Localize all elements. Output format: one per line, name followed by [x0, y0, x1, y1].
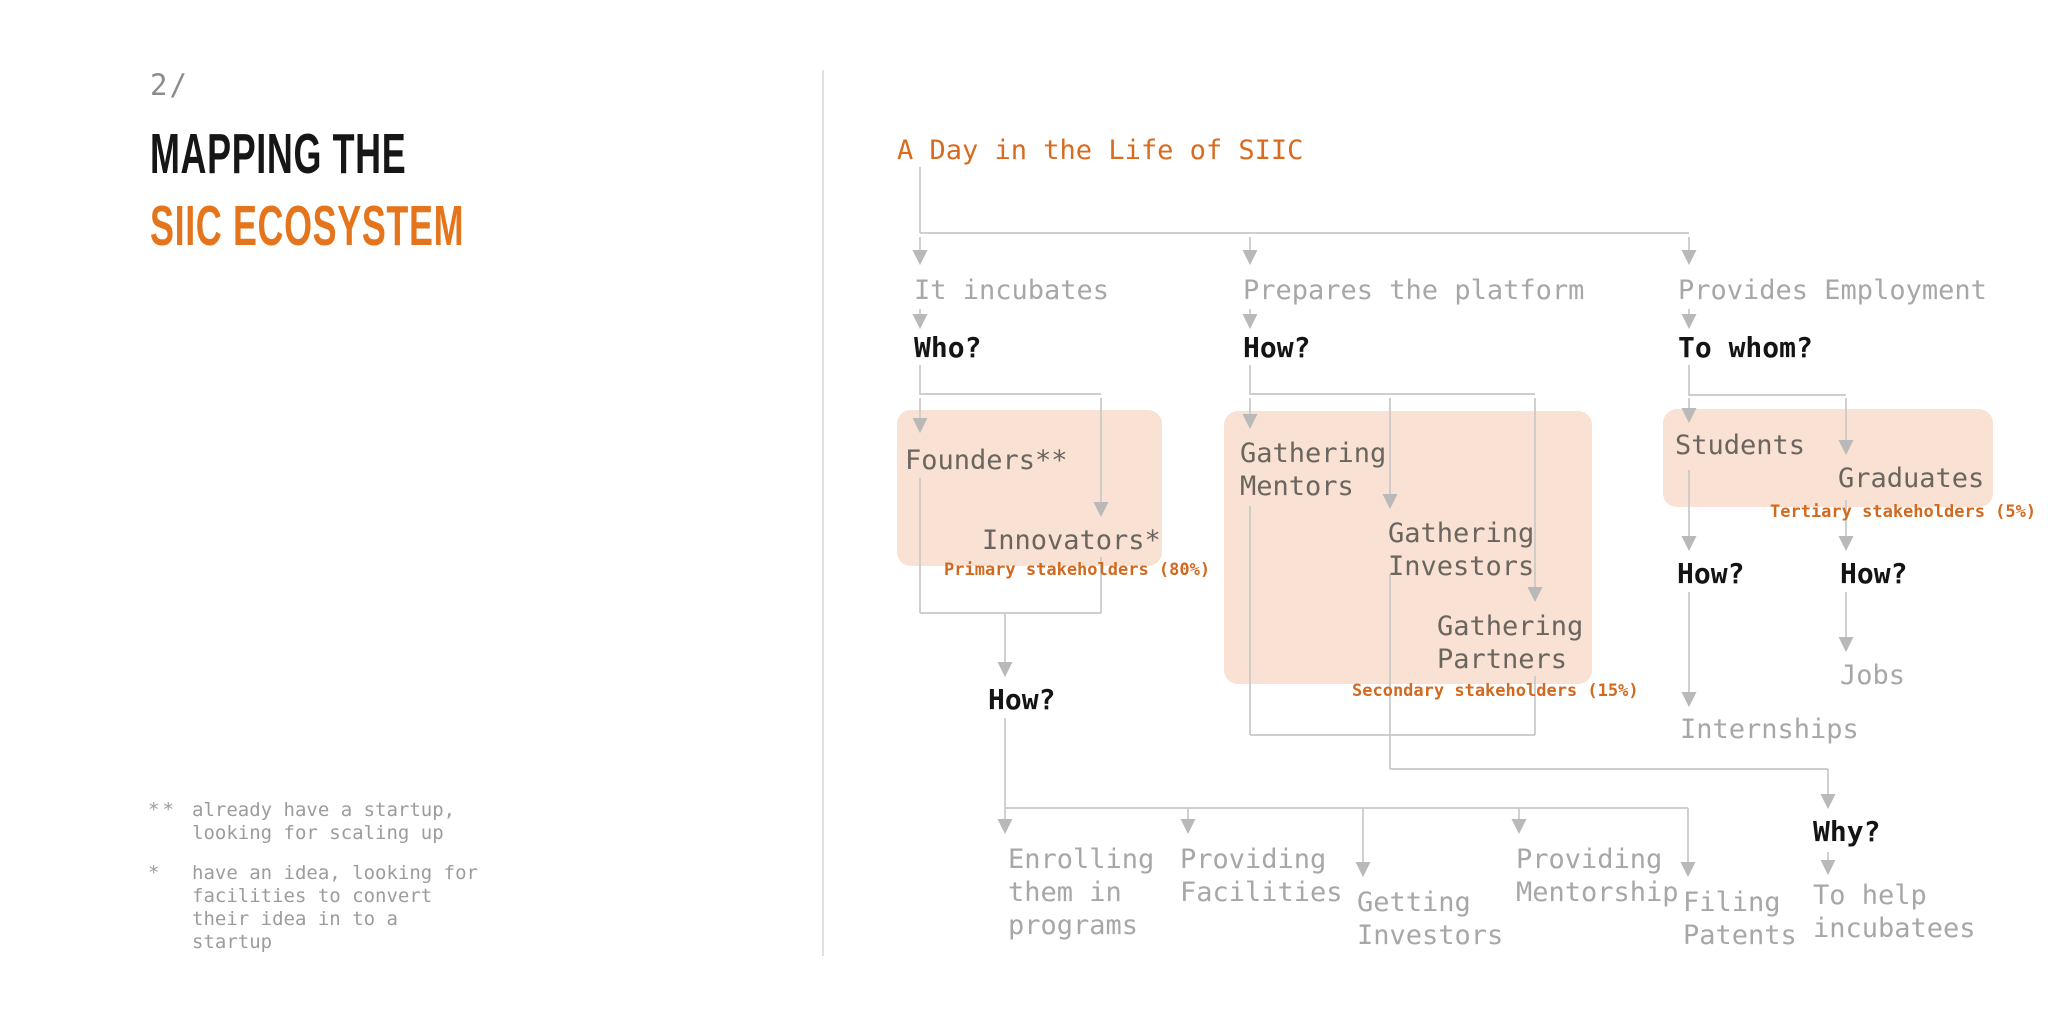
- label-tertiary-stakeholders: Tertiary stakeholders (5%): [1770, 502, 2037, 522]
- node-founders: Founders**: [905, 445, 1068, 476]
- question-how: How?: [1243, 331, 1311, 364]
- connector-lines: [912, 167, 1854, 878]
- question-to-whom: To whom?: [1678, 331, 1813, 364]
- footnote-marker: *: [148, 862, 163, 884]
- highlight-box-secondary: [1224, 411, 1592, 684]
- question-how-students: How?: [1677, 557, 1745, 590]
- footnote-marker: **: [148, 799, 177, 821]
- vertical-divider: [822, 70, 824, 956]
- node-prepares-platform: Prepares the platform: [1243, 275, 1585, 306]
- node-enrolling-programs: Enrolling them in programs: [1008, 844, 1155, 941]
- footnote-text: already have a startup, looking for scal…: [192, 799, 456, 844]
- node-filing-patents: Filing Patents: [1683, 887, 1797, 951]
- node-jobs: Jobs: [1840, 660, 1906, 691]
- footnote-text: have an idea, looking for facilities to …: [192, 862, 478, 953]
- page-number: 2/: [150, 68, 189, 102]
- node-getting-investors: Getting Investors: [1357, 887, 1504, 951]
- node-gathering-mentors: Gathering Mentors: [1240, 438, 1387, 502]
- label-secondary-stakeholders: Secondary stakeholders (15%): [1352, 681, 1639, 701]
- question-how-graduates: How?: [1840, 557, 1908, 590]
- question-why: Why?: [1813, 815, 1881, 848]
- question-who: Who?: [914, 331, 982, 364]
- node-gathering-investors: Gathering Investors: [1388, 518, 1535, 582]
- footnote-double-asterisk: ** already have a startup, looking for s…: [148, 799, 508, 845]
- label-primary-stakeholders: Primary stakeholders (80%): [944, 560, 1211, 580]
- node-innovators: Innovators*: [982, 525, 1161, 556]
- footnote-single-asterisk: * have an idea, looking for facilities t…: [148, 862, 508, 954]
- node-to-help-incubatees: To help incubatees: [1813, 880, 1976, 944]
- node-internships: Internships: [1680, 714, 1859, 745]
- slide-title-line1: MAPPING THE: [150, 122, 407, 186]
- node-providing-facilities: Providing Facilities: [1180, 844, 1343, 908]
- node-providing-mentorship: Providing Mentorship: [1516, 844, 1679, 908]
- highlight-boxes: [897, 409, 1993, 684]
- node-it-incubates: It incubates: [914, 275, 1110, 306]
- node-gathering-partners: Gathering Partners: [1437, 611, 1584, 675]
- highlight-box-tertiary: [1663, 409, 1993, 507]
- highlight-box-primary: [897, 410, 1162, 566]
- question-how-incubation: How?: [988, 683, 1056, 716]
- node-students: Students: [1675, 430, 1806, 461]
- slide-title-line2: SIIC ECOSYSTEM: [150, 194, 465, 258]
- node-provides-employment: Provides Employment: [1678, 275, 1987, 306]
- diagram-title: A Day in the Life of SIIC: [897, 135, 1304, 166]
- node-graduates: Graduates: [1838, 463, 1985, 494]
